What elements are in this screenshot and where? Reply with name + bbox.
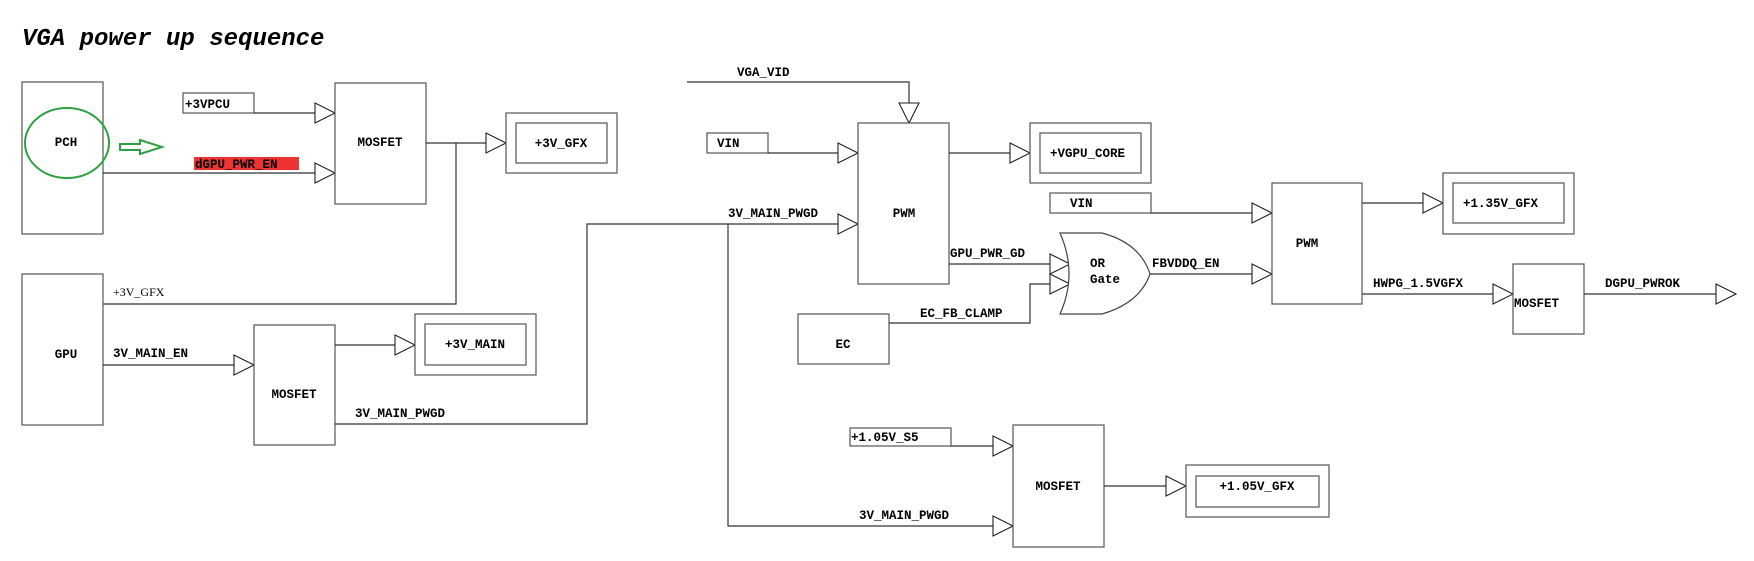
svg-text:+1.05V_GFX: +1.05V_GFX <box>1219 480 1295 494</box>
rail-1-05v-gfx: +1.05V_GFX <box>1185 464 1330 518</box>
wire-3v-main-pwgd <box>335 223 858 425</box>
signal-fbvddq-en: FBVDDQ_EN <box>1152 257 1220 271</box>
mosfet-pwrok-block: MOSFET <box>1512 263 1585 335</box>
arrow-icon <box>992 515 1015 537</box>
arrow-icon <box>1049 253 1072 275</box>
svg-text:PWM: PWM <box>1296 237 1319 251</box>
arrow-icon <box>1492 283 1515 305</box>
mosfet-105-block: MOSFET <box>1012 424 1105 548</box>
rail-1-35v-gfx: +1.35V_GFX <box>1442 172 1575 235</box>
mosfet-3vgfx-block: MOSFET <box>334 82 427 205</box>
signal-3vgfx-to-gpu: +3V_GFX <box>113 285 165 299</box>
arrow-icon <box>1715 283 1738 305</box>
signal-vga-vid: VGA_VID <box>737 66 790 80</box>
svg-text:+VGPU_CORE: +VGPU_CORE <box>1050 147 1125 161</box>
svg-text:+1.05V_S5: +1.05V_S5 <box>851 431 919 445</box>
arrow-icon <box>992 435 1015 457</box>
arrow-icon <box>314 102 337 124</box>
arrow-icon <box>233 354 256 376</box>
svg-text:+3VPCU: +3VPCU <box>185 98 230 112</box>
svg-text:Gate: Gate <box>1090 273 1120 287</box>
or-gate: OR Gate <box>1059 232 1151 315</box>
pch-highlight-circle <box>24 107 110 179</box>
signal-3v-main-en: 3V_MAIN_EN <box>113 347 188 361</box>
arrow-icon <box>837 213 860 235</box>
mosfet-3vmain-block: MOSFET <box>253 324 336 446</box>
pwm-135-block: PWM <box>1271 182 1363 305</box>
arrow-icon <box>1009 142 1032 164</box>
arrow-icon <box>837 142 860 164</box>
gpu-label: GPU <box>55 348 78 362</box>
svg-text:MOSFET: MOSFET <box>1035 480 1081 494</box>
svg-text:OR: OR <box>1090 257 1106 271</box>
input-1-05v-s5: +1.05V_S5 <box>849 427 952 447</box>
arrow-icon <box>1251 263 1274 285</box>
ec-block: EC <box>797 313 890 365</box>
arrow-icon <box>1049 273 1072 295</box>
signal-hwpg-15vgfx: HWPG_1.5VGFX <box>1373 277 1464 291</box>
input-3vpcu: +3VPCU <box>182 92 255 114</box>
signal-ec-fb-clamp: EC_FB_CLAMP <box>920 307 1003 321</box>
rail-3v-main: +3V_MAIN <box>414 313 537 376</box>
svg-text:EC: EC <box>835 338 851 352</box>
signal-dgpu-pwrok: DGPU_PWROK <box>1605 277 1681 291</box>
wire-vga-vid <box>687 81 910 123</box>
svg-text:MOSFET: MOSFET <box>357 136 403 150</box>
signal-3v-main-pwgd-mosfet: 3V_MAIN_PWGD <box>859 509 950 523</box>
svg-text:+1.35V_GFX: +1.35V_GFX <box>1463 197 1539 211</box>
input-vin-135: VIN <box>1049 192 1152 214</box>
arrow-icon <box>1165 475 1188 497</box>
arrow-icon <box>314 162 337 184</box>
input-vin-core: VIN <box>706 132 769 154</box>
dgpu-pwr-en-highlight <box>194 157 299 170</box>
svg-text:VIN: VIN <box>717 137 740 151</box>
gpu-block: GPU <box>21 273 104 426</box>
pch-block: PCH <box>21 81 104 235</box>
svg-text:MOSFET: MOSFET <box>1514 297 1560 311</box>
signal-dgpu-pwr-en: dGPU_PWR_EN <box>195 158 278 172</box>
svg-text:+3V_GFX: +3V_GFX <box>535 137 588 151</box>
wire-3v-main-pwgd-branch <box>727 224 1013 527</box>
arrow-down-icon <box>898 102 920 125</box>
arrow-icon <box>485 132 508 154</box>
green-arrow-icon <box>119 138 166 156</box>
signal-3v-main-pwgd-pwm: 3V_MAIN_PWGD <box>728 207 819 221</box>
rail-vgpu-core: +VGPU_CORE <box>1029 122 1152 184</box>
arrow-icon <box>1251 202 1274 224</box>
pch-label: PCH <box>55 136 78 150</box>
arrow-icon <box>1422 192 1445 214</box>
diagram-title: VGA power up sequence <box>22 26 324 53</box>
svg-text:MOSFET: MOSFET <box>271 388 317 402</box>
wire-3vgfx-to-gpu <box>103 143 457 305</box>
pwm-core-block: PWM <box>857 122 950 285</box>
svg-text:VIN: VIN <box>1070 197 1093 211</box>
arrow-icon <box>394 334 417 356</box>
svg-text:PWM: PWM <box>893 207 916 221</box>
signal-3v-main-pwgd-out: 3V_MAIN_PWGD <box>355 407 446 421</box>
svg-text:+3V_MAIN: +3V_MAIN <box>445 338 505 352</box>
signal-gpu-pwr-gd: GPU_PWR_GD <box>950 247 1026 261</box>
rail-3v-gfx: +3V_GFX <box>505 112 618 174</box>
